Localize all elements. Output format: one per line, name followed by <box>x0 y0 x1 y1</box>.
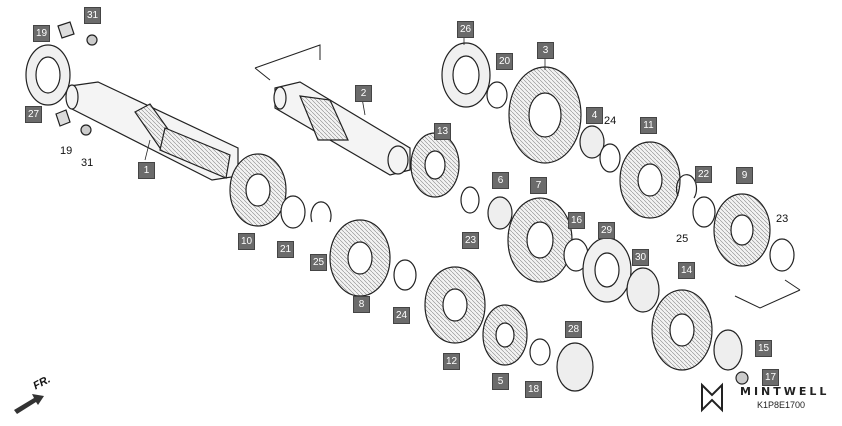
label-24: 24 <box>604 115 617 127</box>
bushing-4 <box>579 125 605 159</box>
callout-11: 11 <box>640 117 657 134</box>
bearing-28 <box>556 342 594 392</box>
callout-19: 19 <box>33 25 50 42</box>
mainshaft <box>65 81 239 181</box>
callout-21: 21 <box>277 241 294 258</box>
callout-16: 16 <box>568 212 585 229</box>
callout-18: 18 <box>525 381 542 398</box>
plate-19b <box>55 109 71 127</box>
callout-17: 17 <box>762 369 779 386</box>
bolt-31 <box>86 34 98 46</box>
brand-wordmark: MINTWELL <box>740 385 830 398</box>
callout-8: 8 <box>353 296 370 313</box>
diagram-code: K1P8E1700 <box>757 400 806 410</box>
callout-26: 26 <box>457 21 474 38</box>
callout-25: 25 <box>310 254 327 271</box>
bracket-line-bottom <box>734 279 801 309</box>
plate-19 <box>57 21 75 39</box>
bracket-line-top <box>254 44 321 81</box>
circlip-25b <box>675 174 698 199</box>
washer-23 <box>460 186 480 214</box>
callout-24: 24 <box>393 307 410 324</box>
callout-29: 29 <box>598 222 615 239</box>
front-arrow-icon <box>14 394 44 414</box>
washer-23b <box>769 238 795 272</box>
washer-18 <box>529 338 551 366</box>
callout-23: 23 <box>462 232 479 249</box>
callout-10: 10 <box>238 233 255 250</box>
callout-27: 27 <box>25 106 42 123</box>
callout-6: 6 <box>492 172 509 189</box>
washer-22 <box>692 196 716 228</box>
callout-22: 22 <box>695 166 712 183</box>
washer-24 <box>393 259 417 291</box>
callout-12: 12 <box>443 353 460 370</box>
callout-14: 14 <box>678 262 695 279</box>
oil-seal-30 <box>626 267 660 313</box>
callout-15: 15 <box>755 340 772 357</box>
circlip-25 <box>310 201 332 223</box>
countershaft <box>273 81 411 176</box>
brand-logo-icon <box>701 382 723 413</box>
callout-3: 3 <box>537 42 554 59</box>
callout-13: 13 <box>434 123 451 140</box>
bolt-17 <box>735 371 749 385</box>
bushing-6 <box>487 196 513 230</box>
bearing-27 <box>25 44 71 106</box>
plate-15 <box>713 329 743 371</box>
callout-1: 1 <box>138 162 155 179</box>
callout-28: 28 <box>565 321 582 338</box>
callout-9: 9 <box>736 167 753 184</box>
label-23: 23 <box>776 213 789 225</box>
bearing-26 <box>441 42 491 108</box>
callout-20: 20 <box>496 53 513 70</box>
callout-7: 7 <box>530 177 547 194</box>
callout-4: 4 <box>586 107 603 124</box>
washer-20 <box>486 81 508 109</box>
label-19: 19 <box>60 145 73 157</box>
callout-31: 31 <box>84 7 101 24</box>
callout-2: 2 <box>355 85 372 102</box>
bolt-31b <box>80 124 92 136</box>
label-25: 25 <box>676 233 689 245</box>
washer-21 <box>280 195 306 229</box>
label-31: 31 <box>81 157 94 169</box>
callout-5: 5 <box>492 373 509 390</box>
washer-24b <box>599 143 621 173</box>
callout-30: 30 <box>632 249 649 266</box>
